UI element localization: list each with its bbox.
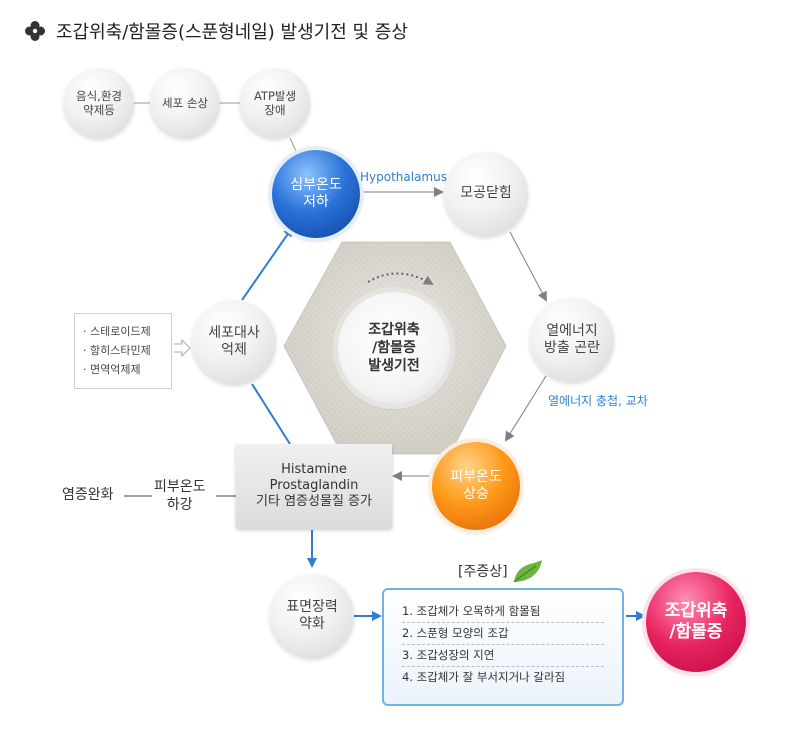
symptom-title: [주증상] — [458, 558, 544, 584]
hypothalamus-label: Hypothalamus — [360, 170, 447, 184]
skin-temp-rise-node: 피부온도 상승 — [432, 442, 520, 530]
inflammatory-increase-line: 기타 염증성물질 증가 — [256, 494, 372, 510]
inflammation-relief-label: 염증완화 — [62, 487, 114, 503]
cycle-arrow — [367, 272, 434, 286]
heat-release-node: 열에너지 방출 곤란 — [530, 298, 614, 382]
skin-temp-drop-node: 심부온도 저하 — [272, 150, 360, 238]
symptom-item: 4. 조갑체가 잘 부서지거나 갈라짐 — [402, 670, 566, 684]
leaf-icon — [513, 560, 542, 583]
symptom-item: 2. 스푼형 모양의 조갑 — [402, 623, 604, 645]
clover-icon — [25, 21, 45, 41]
cause-food-environment: 음식,환경 약제등 — [64, 68, 134, 138]
cause-atp-disorder: ATP발생 장애 — [240, 68, 310, 138]
histamine-box: Histamine Prostaglandin 기타 염증성물질 증가 — [236, 444, 392, 528]
prostaglandin-line: Prostaglandin — [269, 477, 359, 493]
drug-item: · 면역억제제 — [83, 363, 141, 376]
drug-item: · 항히스타민제 — [83, 344, 151, 357]
page-title: 조갑위축/함몰증(스푼형네일) 발생기전 및 증상 — [56, 22, 408, 43]
drug-list-box: · 스테로이드제 · 항히스타민제 · 면역억제제 — [74, 313, 172, 389]
drug-item: · 스테로이드제 — [83, 325, 151, 338]
heat-accumulation-label: 열에너지 충첩, 교차 — [548, 394, 648, 408]
symptom-title-text: [주증상] — [458, 564, 508, 580]
cell-metabolism-node: 세포대사 억제 — [192, 300, 276, 384]
result-node: 조갑위축 /함몰증 — [646, 572, 746, 672]
cause-cell-damage: 세포 손상 — [150, 68, 220, 138]
symptom-item: 1. 조갑체가 오목하게 함몰됨 — [402, 601, 604, 623]
page-title-row: 조갑위축/함몰증(스푼형네일) 발생기전 및 증상 — [24, 18, 408, 44]
histamine-line: Histamine — [281, 461, 347, 477]
symptom-list-box: 1. 조갑체가 오목하게 함몰됨 2. 스푼형 모양의 조갑 3. 조갑성장의 … — [382, 588, 624, 706]
pore-close-node: 모공닫힘 — [444, 152, 528, 236]
surface-tension-node: 표면장력 약화 — [270, 574, 354, 658]
center-mechanism-circle: 조갑위축 /함몰증 발생기전 — [338, 292, 450, 404]
symptom-item: 3. 조갑성장의 지연 — [402, 645, 604, 667]
skin-temp-down-label: 피부온도 하강 — [154, 479, 206, 513]
